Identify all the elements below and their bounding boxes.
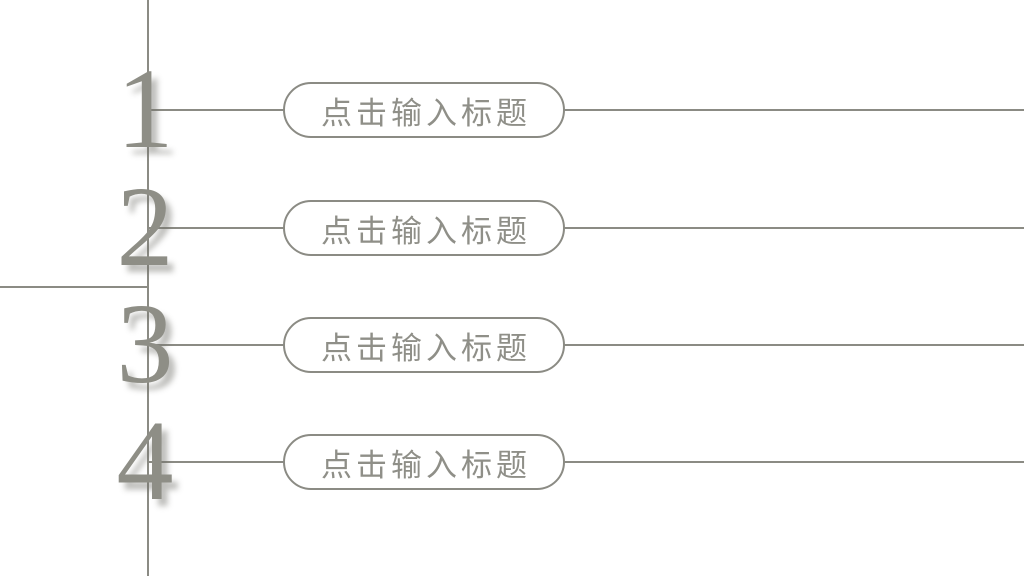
step-number: 4 xyxy=(116,396,174,524)
row-connector-line xyxy=(148,461,1024,463)
step-number: 2 xyxy=(116,162,174,290)
title-placeholder-text: 点击输入标题 xyxy=(321,213,531,249)
title-placeholder-pill[interactable]: 点击输入标题 xyxy=(283,82,565,138)
row-connector-line xyxy=(148,227,1024,229)
title-placeholder-pill[interactable]: 点击输入标题 xyxy=(283,434,565,490)
row-connector-line xyxy=(148,344,1024,346)
title-placeholder-text: 点击输入标题 xyxy=(321,447,531,483)
title-placeholder-pill[interactable]: 点击输入标题 xyxy=(283,200,565,256)
vertical-axis-line xyxy=(147,0,149,576)
step-number: 1 xyxy=(116,44,174,172)
step-number: 3 xyxy=(116,279,174,407)
title-placeholder-text: 点击输入标题 xyxy=(321,95,531,131)
title-placeholder-pill[interactable]: 点击输入标题 xyxy=(283,317,565,373)
row-connector-line xyxy=(148,109,1024,111)
center-divider-line xyxy=(0,286,148,288)
title-placeholder-text: 点击输入标题 xyxy=(321,330,531,366)
